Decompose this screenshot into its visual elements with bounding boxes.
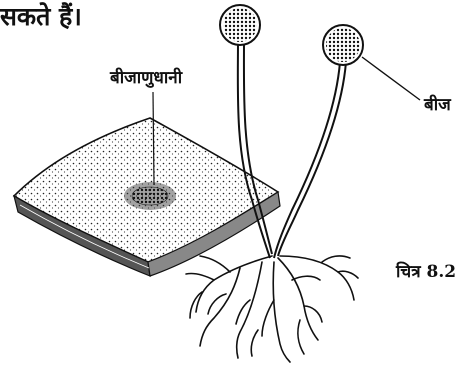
sporangium-left xyxy=(220,5,260,45)
sporangium-right xyxy=(323,25,363,65)
sporangiophores xyxy=(238,40,346,258)
label-sporangium: बीजाणुधानी xyxy=(110,70,182,87)
rhizoids xyxy=(186,256,358,362)
label-spore: बीज xyxy=(424,97,451,114)
figure-caption: चित्र 8.2 xyxy=(396,264,456,281)
page-heading-text: सकते हैं। xyxy=(0,4,82,29)
spore-pointer xyxy=(362,57,420,100)
